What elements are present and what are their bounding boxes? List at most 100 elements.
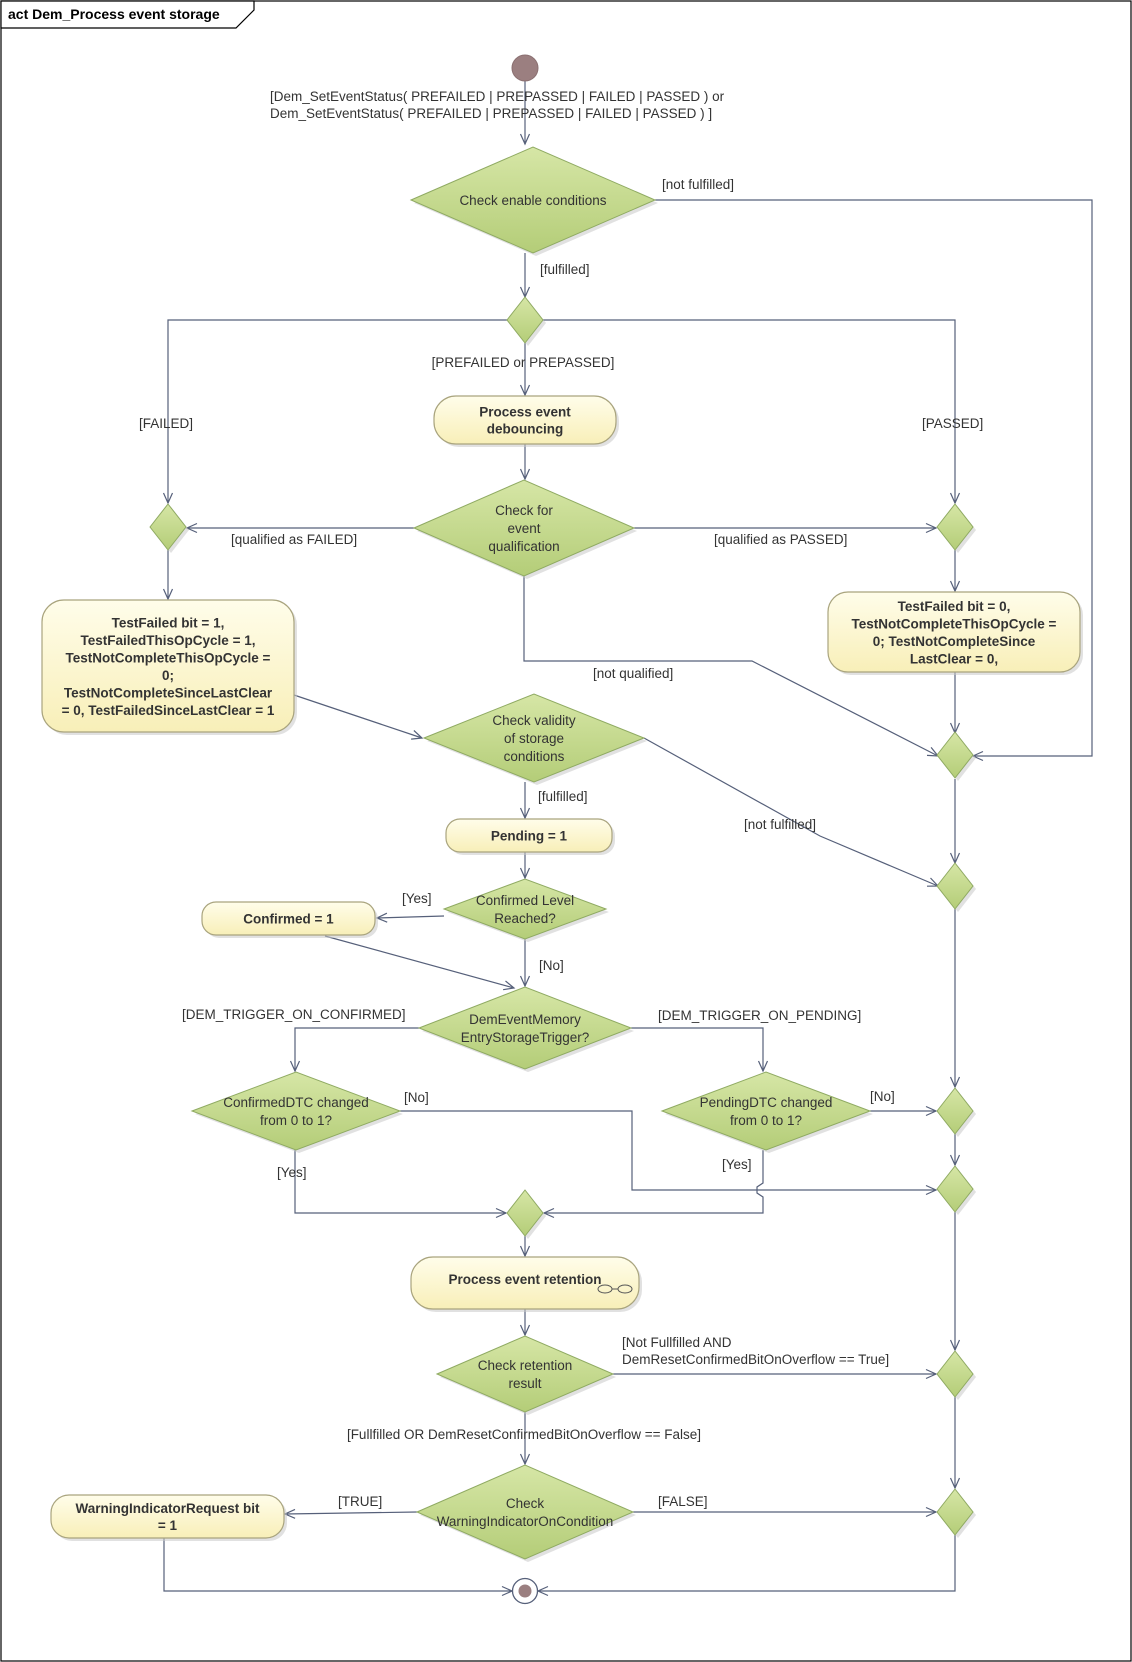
merge-no-storage-2 — [936, 862, 974, 910]
guard-not-fulfilled: [not fulfilled] — [744, 817, 816, 832]
action-set-passed-bits — [827, 591, 1081, 673]
flow-confirmed-level-yes — [376, 915, 445, 919]
merge-passed — [936, 503, 974, 551]
flow-confirmed-dtc-yes — [294, 1150, 506, 1214]
merge-no-storage-3 — [936, 1087, 974, 1135]
action-confirmed-equals-1 — [201, 901, 376, 936]
guard-passed: [PASSED] — [922, 416, 983, 431]
merge-event-status — [506, 296, 544, 344]
flow-merge6-to-final — [538, 1535, 956, 1592]
frame-title-tab — [0, 0, 255, 29]
decision-pending-dtc-changed — [660, 1071, 872, 1151]
action-set-failed-bits-text-line: TestNotCompleteThisOpCycle = — [66, 650, 271, 665]
decision-check-event-qualification — [412, 479, 636, 577]
decision-storage-trigger — [417, 986, 633, 1070]
action-set-passed-bits-text-line: TestNotCompleteThisOpCycle = — [852, 616, 1057, 631]
action-warning-indicator-bit — [50, 1494, 285, 1539]
guard-retention-not-fulfilled: DemResetConfirmedBitOnOverflow == True] — [622, 1352, 889, 1367]
decision-check-validity-storage-text-line: conditions — [504, 749, 565, 764]
action-confirmed-equals-1-text-line: Confirmed = 1 — [243, 912, 334, 927]
decision-pending-dtc-changed-text-line: PendingDTC changed — [700, 1095, 833, 1110]
flow-pending-dtc-no-arrowhead — [925, 1105, 938, 1117]
merge-no-storage-1 — [936, 731, 974, 779]
flow-retention-to-check-arrowhead — [519, 1324, 531, 1337]
flow-qualified-passed-arrowhead — [925, 522, 938, 534]
flow-enable-not-fulfilled — [655, 199, 1093, 757]
guard-fulfilled: [fulfilled] — [538, 789, 588, 804]
flow-trigger-on-pending — [631, 1027, 764, 1071]
action-process-event-debouncing-text-line: Process event — [479, 405, 571, 420]
merge-no-storage-6 — [936, 1488, 974, 1536]
action-process-event-retention — [410, 1256, 640, 1310]
merge-failed — [149, 503, 187, 551]
decision-confirmed-dtc-changed — [190, 1071, 402, 1151]
start-guard-text: Dem_SetEventStatus( PREFAILED | PREPASSE… — [270, 106, 712, 121]
flow-trigger-on-confirmed-arrowhead — [289, 1060, 301, 1073]
action-set-failed-bits-text-line: TestNotCompleteSinceLastClear — [64, 685, 273, 700]
flow-confirmed-dtc-yes-arrowhead — [495, 1207, 508, 1219]
decision-check-event-qualification-text-line: qualification — [488, 539, 559, 554]
guard-no: [No] — [539, 958, 564, 973]
action-pending-equals-1 — [445, 818, 613, 853]
decision-check-warning-indicator — [415, 1464, 635, 1560]
flow-merge-to-retention-arrowhead — [519, 1245, 531, 1258]
guard-retention-not-fulfilled: [Not Fullfilled AND — [622, 1335, 732, 1350]
flow-debouncing-to-qualification-arrowhead — [519, 468, 531, 481]
merge-no-storage-4 — [936, 1165, 974, 1213]
flow-not-qualified — [523, 576, 939, 757]
action-warning-indicator-bit-text-line: WarningIndicatorRequest bit — [75, 1501, 260, 1516]
guard-true: [TRUE] — [338, 1494, 382, 1509]
merge-dtc-changed — [506, 1189, 544, 1237]
decision-check-enable-conditions-text-line: Check enable conditions — [459, 193, 606, 208]
flow-merge5-to-merge6-arrowhead — [949, 1477, 961, 1490]
guard-yes: [Yes] — [277, 1165, 307, 1180]
flow-prefailed-prepassed-arrowhead — [519, 384, 531, 397]
decision-confirmed-level-reached-text-line: Reached? — [494, 911, 556, 926]
guard-not-fulfilled: [not fulfilled] — [662, 177, 734, 192]
flow-pending-to-confirmed-level-arrowhead — [519, 867, 531, 880]
flow-passed — [543, 319, 956, 503]
decision-check-warning-indicator-text-line: Check — [506, 1496, 545, 1511]
flow-validity-not-fulfilled — [643, 737, 939, 887]
decision-pending-dtc-changed-text-line: from 0 to 1? — [730, 1113, 802, 1128]
flow-pending-dtc-yes-arrowhead — [542, 1207, 555, 1219]
flow-warning-false-arrowhead — [925, 1506, 938, 1518]
guard-failed: [FAILED] — [139, 416, 193, 431]
flow-pending-dtc-yes — [544, 1150, 764, 1214]
action-set-passed-bits-text-line: LastClear = 0, — [910, 651, 998, 666]
flow-merge3-to-merge4-arrowhead — [949, 1154, 961, 1167]
guard-fulfilled: [fulfilled] — [540, 262, 590, 277]
start-guard-text: [Dem_SetEventStatus( PREFAILED | PREPASS… — [270, 89, 725, 104]
guard-prefailed-prepassed: [PREFAILED or PREPASSED] — [432, 355, 615, 370]
flow-merge-passed-to-bits-arrowhead — [949, 580, 961, 593]
guard-trigger-on-confirmed: [DEM_TRIGGER_ON_CONFIRMED] — [182, 1007, 406, 1022]
decision-confirmed-level-reached — [442, 878, 608, 940]
flow-start-to-enable-arrowhead — [519, 133, 531, 146]
guard-qualified-passed: [qualified as PASSED] — [714, 532, 847, 547]
flow-confirmed-to-trigger — [324, 935, 515, 989]
flow-confirmed-level-no-arrowhead — [519, 975, 531, 988]
flow-failed-arrowhead — [162, 492, 174, 505]
guard-yes: [Yes] — [722, 1157, 752, 1172]
guard-retention-fulfilled: [Fullfilled OR DemResetConfirmedBitOnOve… — [347, 1427, 701, 1442]
guard-qualified-failed: [qualified as FAILED] — [231, 532, 357, 547]
flow-warning-true — [284, 1511, 418, 1515]
action-warning-indicator-bit-text-line: = 1 — [158, 1518, 178, 1533]
flow-merge-failed-to-bits-arrowhead — [162, 588, 174, 601]
activity-final-node-core — [518, 1584, 532, 1598]
flow-passed-arrowhead — [949, 492, 961, 505]
action-process-event-debouncing — [433, 395, 617, 445]
flow-merge2-to-merge3-arrowhead — [949, 1076, 961, 1089]
action-set-failed-bits-text-line: TestFailedThisOpCycle = 1, — [81, 633, 256, 648]
decision-check-event-qualification-text-line: Check for — [495, 503, 553, 518]
flow-confirmed-dtc-no-arrowhead — [925, 1184, 938, 1196]
decision-check-retention-result-text-line: Check retention — [478, 1358, 573, 1373]
guard-trigger-on-pending: [DEM_TRIGGER_ON_PENDING] — [658, 1008, 861, 1023]
flow-failed-bits-to-validity-arrowhead — [411, 730, 424, 740]
action-set-passed-bits-text-line: 0; TestNotCompleteSince — [873, 634, 1036, 649]
decision-confirmed-dtc-changed-text-line: ConfirmedDTC changed — [223, 1095, 369, 1110]
flow-failed — [167, 319, 507, 503]
guard-no: [No] — [870, 1089, 895, 1104]
